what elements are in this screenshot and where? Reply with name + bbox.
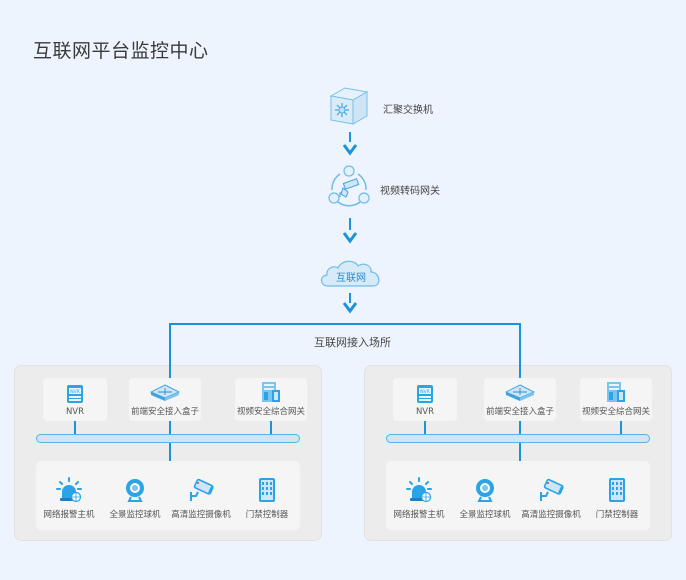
panoramic-dome-camera-label: 全景监控球机 bbox=[109, 510, 161, 520]
site-panel-left: NVR NVR 前端安全接入盒子 视频安全综合网关 bbox=[14, 356, 322, 541]
panoramic-dome-camera-node[interactable]: 全景监控球机 bbox=[452, 477, 518, 520]
access-controller-icon bbox=[259, 478, 275, 502]
nvr-icon: NVR bbox=[67, 385, 83, 403]
bus-connector bbox=[270, 421, 272, 435]
panoramic-dome-camera-icon bbox=[476, 479, 494, 502]
front-end-access-box-icon bbox=[150, 384, 180, 401]
nvr-node[interactable]: NVR NVR bbox=[43, 378, 107, 421]
nvr-node[interactable]: NVR NVR bbox=[393, 378, 457, 421]
network-alarm-host-node[interactable]: 网络报警主机 bbox=[36, 477, 102, 520]
network-alarm-host-node[interactable]: 网络报警主机 bbox=[386, 477, 452, 520]
front-end-access-box-node[interactable]: 前端安全接入盒子 bbox=[484, 378, 556, 421]
access-controller-node[interactable]: 门禁控制器 bbox=[234, 477, 300, 520]
device-group: 网络报警主机 全景监控球机 高清监控摄像机 bbox=[36, 461, 300, 530]
video-security-gateway-node[interactable]: 视频安全综合网关 bbox=[580, 378, 652, 421]
nvr-label: NVR bbox=[415, 407, 435, 417]
network-bus bbox=[386, 434, 650, 443]
video-security-gateway-node[interactable]: 视频安全综合网关 bbox=[235, 378, 307, 421]
cloud-label: 互联网 bbox=[336, 273, 366, 284]
access-controller-label: 门禁控制器 bbox=[595, 510, 639, 520]
video-transcoding-gateway-icon bbox=[328, 165, 370, 207]
svg-text:NVR: NVR bbox=[420, 389, 430, 395]
aggregation-switch-icon bbox=[329, 87, 369, 125]
bus-connector bbox=[74, 421, 76, 435]
panoramic-dome-camera-node[interactable]: 全景监控球机 bbox=[102, 477, 168, 520]
bus-connector bbox=[519, 356, 521, 378]
access-controller-label: 门禁控制器 bbox=[245, 510, 289, 520]
arrow-down-icon bbox=[342, 232, 358, 244]
network-alarm-host-icon bbox=[406, 477, 432, 503]
bus-connector bbox=[620, 421, 622, 435]
svg-text:NVR: NVR bbox=[70, 389, 80, 395]
branch-line-right bbox=[519, 323, 521, 377]
bus-connector bbox=[169, 421, 171, 435]
panoramic-dome-camera-icon bbox=[126, 479, 144, 502]
connector-line bbox=[349, 132, 351, 142]
video-security-gateway-icon bbox=[262, 382, 280, 402]
bus-connector bbox=[519, 443, 521, 461]
video-security-gateway-label: 视频安全综合网关 bbox=[236, 407, 305, 417]
hd-surveillance-camera-icon bbox=[190, 478, 214, 501]
device-group: 网络报警主机 全景监控球机 高清监控摄像机 bbox=[386, 461, 650, 530]
bus-connector bbox=[424, 421, 426, 435]
site-panel-right: NVR NVR 前端安全接入盒子 视频安全综合网关 bbox=[364, 356, 672, 541]
panoramic-dome-camera-label: 全景监控球机 bbox=[459, 510, 511, 520]
arrow-down-icon bbox=[342, 144, 358, 156]
video-transcoding-gateway-label: 视频转码网关 bbox=[380, 186, 440, 197]
front-end-access-box-label: 前端安全接入盒子 bbox=[130, 407, 199, 417]
video-security-gateway-icon bbox=[607, 382, 625, 402]
aggregation-switch-node[interactable] bbox=[327, 84, 371, 132]
bus-connector bbox=[169, 443, 171, 461]
aggregation-switch-label: 汇聚交换机 bbox=[383, 105, 433, 116]
internet-cloud-node[interactable]: 互联网 bbox=[318, 256, 384, 292]
connector-line bbox=[349, 293, 351, 303]
network-bus bbox=[36, 434, 300, 443]
video-transcoding-gateway-node[interactable] bbox=[326, 164, 372, 214]
front-end-access-box-icon bbox=[505, 384, 535, 401]
branch-line-left bbox=[169, 323, 171, 377]
hd-surveillance-camera-label: 高清监控摄像机 bbox=[521, 510, 581, 520]
front-end-access-box-label: 前端安全接入盒子 bbox=[485, 407, 554, 417]
arrow-down-icon bbox=[342, 302, 358, 314]
access-controller-node[interactable]: 门禁控制器 bbox=[584, 477, 650, 520]
hd-surveillance-camera-node[interactable]: 高清监控摄像机 bbox=[168, 477, 234, 520]
access-controller-icon bbox=[609, 478, 625, 502]
hd-surveillance-camera-icon bbox=[540, 478, 564, 501]
video-security-gateway-label: 视频安全综合网关 bbox=[581, 407, 650, 417]
network-alarm-host-label: 网络报警主机 bbox=[43, 510, 95, 520]
branch-line bbox=[169, 323, 521, 325]
network-alarm-host-label: 网络报警主机 bbox=[393, 510, 445, 520]
nvr-icon: NVR bbox=[417, 385, 433, 403]
hd-surveillance-camera-node[interactable]: 高清监控摄像机 bbox=[518, 477, 584, 520]
bus-connector bbox=[169, 356, 171, 378]
site-label: 互联网接入场所 bbox=[314, 336, 391, 349]
front-end-access-box-node[interactable]: 前端安全接入盒子 bbox=[129, 378, 201, 421]
cloud-icon bbox=[320, 260, 380, 287]
hd-surveillance-camera-label: 高清监控摄像机 bbox=[171, 510, 231, 520]
nvr-label: NVR bbox=[65, 407, 85, 417]
network-alarm-host-icon bbox=[56, 477, 82, 503]
connector-line bbox=[349, 218, 351, 230]
page-title: 互联网平台监控中心 bbox=[33, 40, 209, 62]
bus-connector bbox=[519, 421, 521, 435]
